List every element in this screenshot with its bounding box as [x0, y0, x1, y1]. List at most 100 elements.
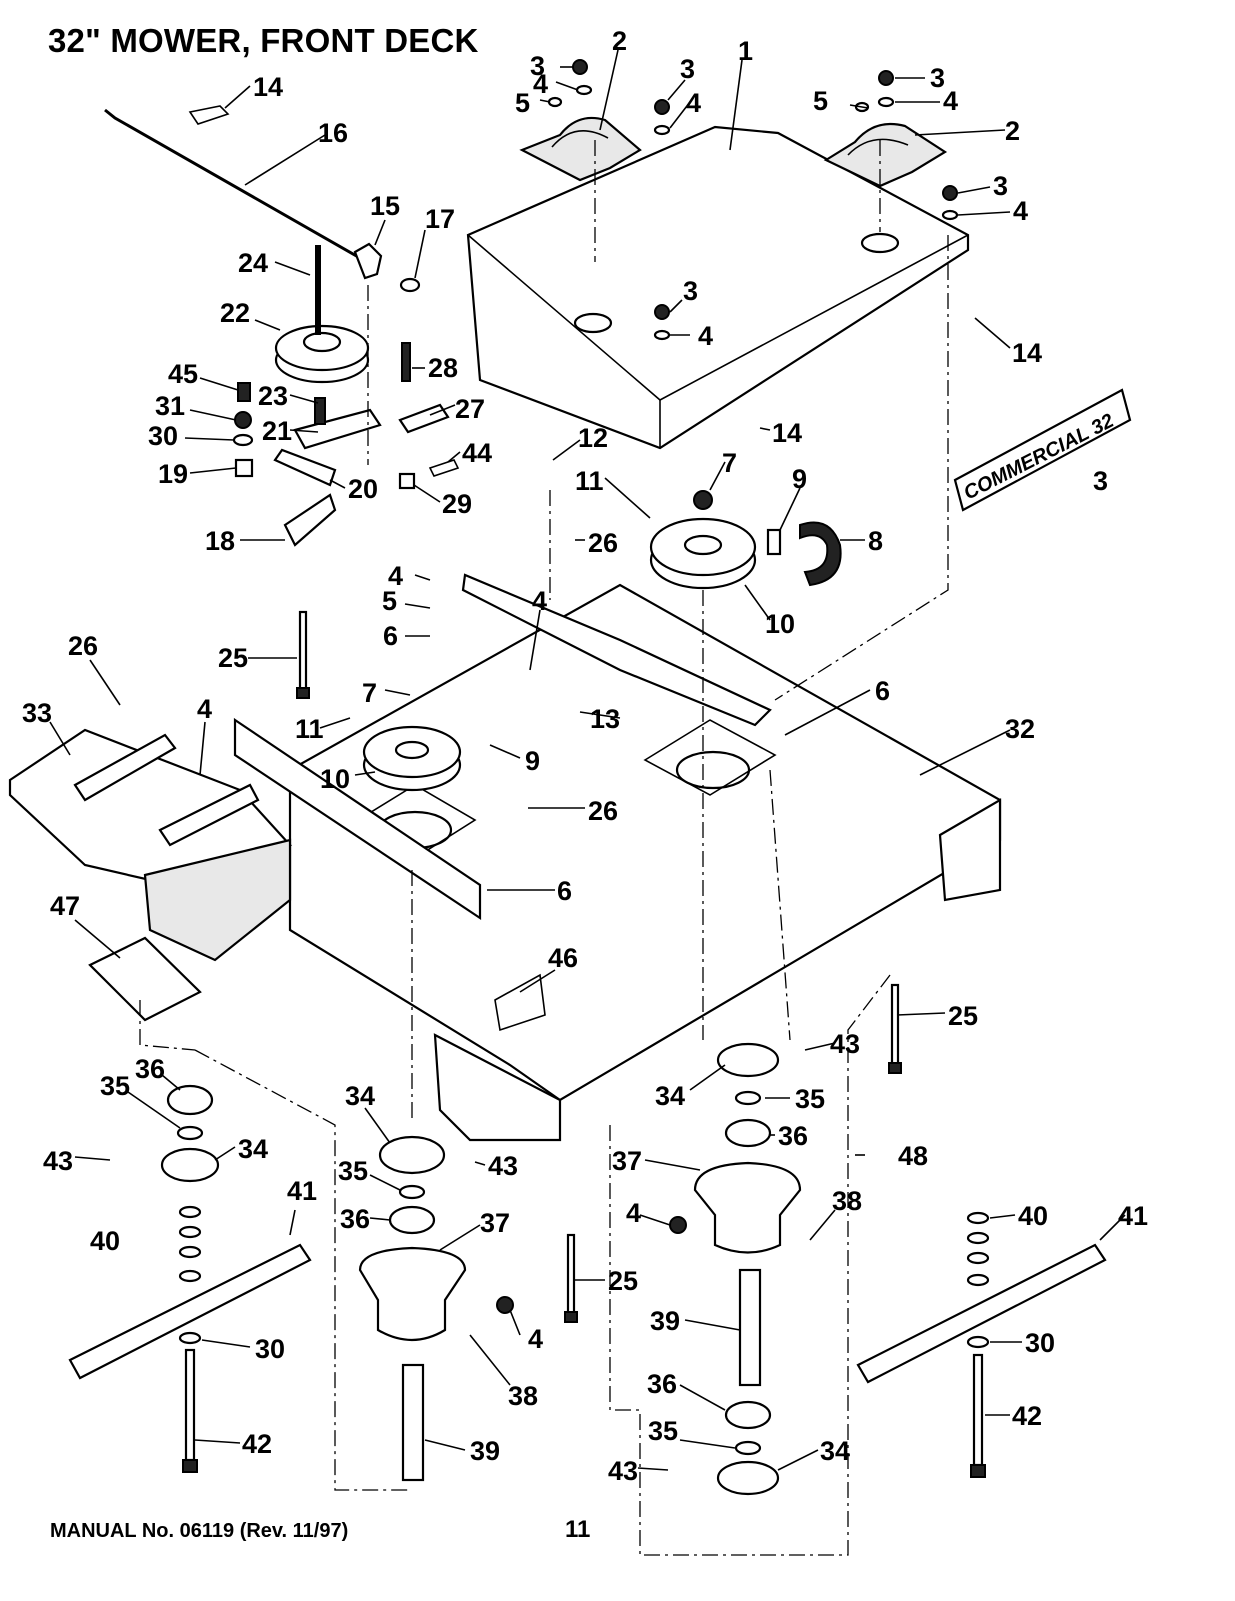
callout-19: 19	[158, 459, 188, 489]
callout-25: 25	[218, 643, 248, 673]
mower-deck-32	[233, 573, 1002, 1142]
callout-25: 25	[608, 1266, 638, 1296]
callout-40: 40	[1018, 1201, 1048, 1231]
callout-31: 31	[155, 391, 185, 421]
callout-42: 42	[1012, 1401, 1042, 1431]
callout-21: 21	[262, 416, 292, 446]
callout-26: 26	[588, 528, 618, 558]
page-title: 32" MOWER, FRONT DECK	[48, 22, 479, 59]
callout-14: 14	[772, 418, 802, 448]
spindle-assembly-center	[358, 1135, 514, 1482]
spindle-assembly-right	[669, 1042, 802, 1496]
callout-3: 3	[683, 276, 698, 306]
callout-39: 39	[470, 1436, 500, 1466]
page-number: 11	[565, 1516, 591, 1543]
hinge-bracket-left	[519, 116, 642, 182]
blade-right-41	[856, 1211, 1107, 1478]
callout-30: 30	[148, 421, 178, 451]
callout-9: 9	[792, 464, 807, 494]
manual-number: MANUAL No. 06119 (Rev. 11/97)	[50, 1520, 349, 1542]
callout-34: 34	[655, 1081, 685, 1111]
callout-38: 38	[508, 1381, 538, 1411]
callout-3: 3	[680, 54, 695, 84]
callout-4: 4	[1013, 196, 1028, 226]
callout-48: 48	[898, 1141, 928, 1171]
callout-9: 9	[525, 746, 540, 776]
callout-20: 20	[348, 474, 378, 504]
callout-16: 16	[318, 118, 348, 148]
callout-43: 43	[608, 1456, 638, 1486]
drive-pulley-10	[649, 490, 842, 590]
callout-7: 7	[722, 448, 737, 478]
callout-4: 4	[197, 694, 212, 724]
callout-30: 30	[255, 1334, 285, 1364]
callout-37: 37	[612, 1146, 642, 1176]
callout-29: 29	[442, 489, 472, 519]
callout-43: 43	[43, 1146, 73, 1176]
callout-3: 3	[993, 171, 1008, 201]
callout-26: 26	[588, 796, 618, 826]
callout-1: 1	[738, 36, 753, 66]
callout-4: 4	[698, 321, 713, 351]
callout-5: 5	[382, 586, 397, 616]
callout-36: 36	[647, 1369, 677, 1399]
callout-27: 27	[455, 394, 485, 424]
callout-28: 28	[428, 353, 458, 383]
callout-5: 5	[515, 88, 530, 118]
callout-11: 11	[575, 466, 604, 496]
callout-38: 38	[832, 1186, 862, 1216]
callout-45: 45	[168, 359, 198, 389]
callout-14: 14	[253, 72, 283, 102]
callout-34: 34	[238, 1134, 268, 1164]
callout-17: 17	[425, 204, 455, 234]
callout-32: 32	[1005, 714, 1035, 744]
callout-11: 11	[295, 714, 324, 744]
callout-18: 18	[205, 526, 235, 556]
callout-4: 4	[388, 561, 403, 591]
callout-22: 22	[220, 298, 250, 328]
spindle-assembly-left	[68, 1084, 312, 1473]
callout-13: 13	[590, 704, 620, 734]
callout-36: 36	[778, 1121, 808, 1151]
idler-arm-assembly	[232, 342, 460, 547]
callout-40: 40	[90, 1226, 120, 1256]
callout-37: 37	[480, 1208, 510, 1238]
lift-rod	[104, 105, 421, 293]
assembly-lines	[139, 140, 949, 1556]
callout-4: 4	[626, 1198, 641, 1228]
decal-47	[88, 936, 202, 1022]
hinge-bracket-right	[823, 122, 948, 188]
callout-14: 14	[1012, 338, 1042, 368]
leader-lines	[49, 49, 1126, 1471]
callout-46: 46	[548, 943, 578, 973]
callout-4: 4	[943, 86, 958, 116]
callout-4: 4	[532, 586, 547, 616]
callout-7: 7	[362, 678, 377, 708]
callout-35: 35	[648, 1416, 678, 1446]
callout-4: 4	[533, 69, 548, 99]
callout-3: 3	[530, 51, 545, 81]
callout-33: 33	[22, 698, 52, 728]
callout-12: 12	[578, 423, 608, 453]
callout-42: 42	[242, 1429, 272, 1459]
callout-34: 34	[820, 1436, 850, 1466]
callout-36: 36	[340, 1204, 370, 1234]
callout-labels: 3 2 4 5 3 4 1 14 5 3 4 2 16 3 4 15 17 24…	[22, 26, 1148, 1486]
callout-3: 3	[930, 63, 945, 93]
callout-43: 43	[488, 1151, 518, 1181]
callout-6: 6	[557, 876, 572, 906]
discharge-chute-33	[8, 728, 293, 962]
callout-26: 26	[68, 631, 98, 661]
callout-39: 39	[650, 1306, 680, 1336]
idler-pulley-22	[274, 245, 370, 384]
callout-23: 23	[258, 381, 288, 411]
callout-10: 10	[320, 764, 350, 794]
callout-41: 41	[1118, 1201, 1148, 1231]
callout-44: 44	[462, 438, 492, 468]
callout-47: 47	[50, 891, 80, 921]
callout-4: 4	[686, 88, 701, 118]
callout-34: 34	[345, 1081, 375, 1111]
callout-15: 15	[370, 191, 400, 221]
callout-4: 4	[528, 1324, 543, 1354]
